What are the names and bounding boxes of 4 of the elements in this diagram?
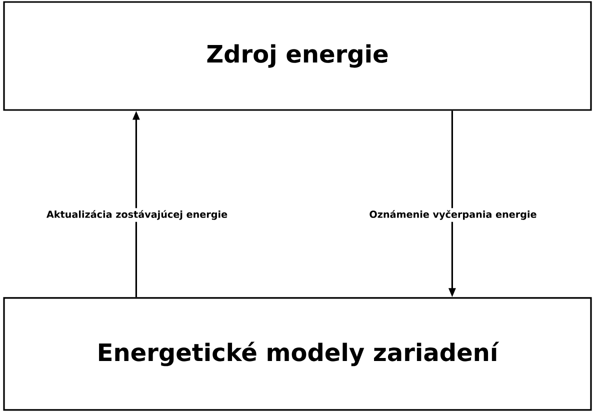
edge-label: Aktualizácia zostávajúcej energie <box>44 208 230 222</box>
process-box: Energetické modely zariadení <box>3 297 592 411</box>
process-box: Zdroj energie <box>3 1 592 111</box>
edge-label: Oznámenie vyčerpania energie <box>367 208 539 222</box>
